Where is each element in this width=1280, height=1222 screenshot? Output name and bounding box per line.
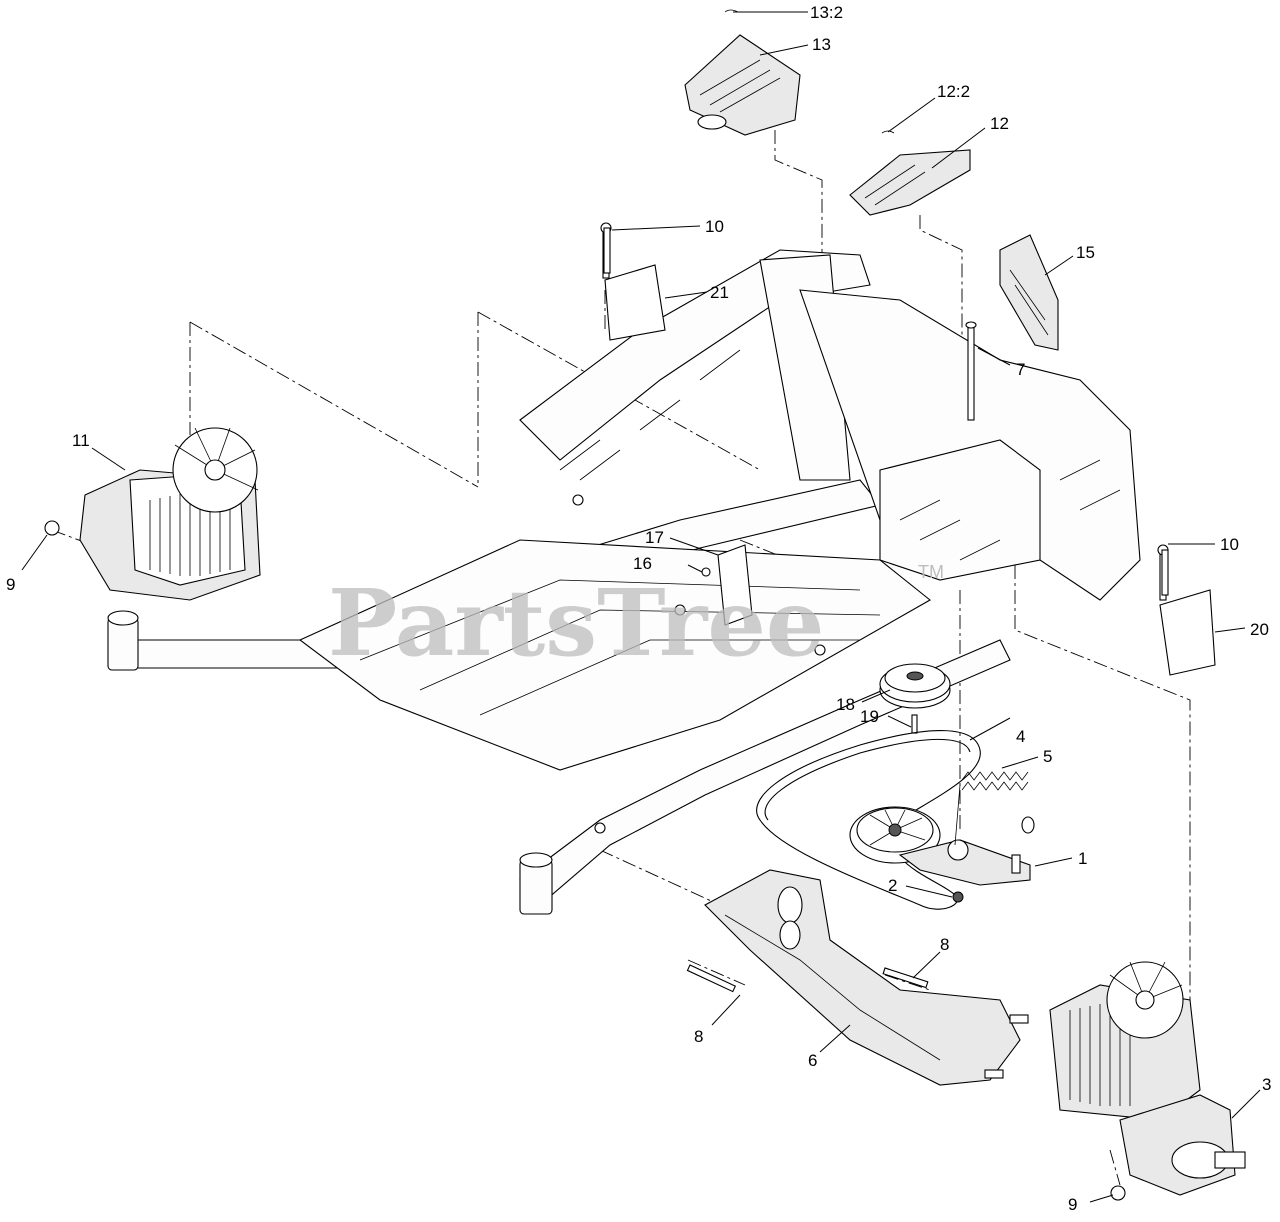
callout-11: 11 [72, 431, 90, 450]
callout-1: 1 [1078, 849, 1087, 868]
callout-8-right: 8 [940, 935, 949, 954]
plate-17 [701, 544, 753, 626]
guard-13 [684, 9, 801, 136]
watermark-tm: TM [918, 562, 944, 582]
callout-2: 2 [888, 876, 897, 895]
callout-13-2: 13:2 [810, 3, 843, 22]
bolt-7 [965, 321, 977, 421]
callout-4: 4 [1016, 727, 1025, 746]
callout-3: 3 [1262, 1075, 1271, 1094]
guard-12 [849, 130, 971, 216]
callout-8-left: 8 [694, 1027, 703, 1046]
callout-5: 5 [1043, 747, 1052, 766]
callouts: 13:2 13 12:2 12 10 21 15 7 11 9 17 16 10… [6, 3, 1271, 1214]
pins-8 [686, 964, 929, 993]
transaxle-3 [1049, 961, 1246, 1201]
spring-5 [954, 771, 1035, 846]
callout-20: 20 [1250, 620, 1269, 639]
callout-9-bottom: 9 [1068, 1195, 1077, 1214]
main-frame [107, 249, 1141, 915]
callout-19: 19 [860, 707, 879, 726]
callout-7: 7 [1016, 360, 1025, 379]
callout-6: 6 [808, 1051, 817, 1070]
bracket-15 [999, 234, 1059, 351]
callout-17: 17 [645, 528, 664, 547]
callout-13: 13 [812, 35, 831, 54]
callout-9-left: 9 [6, 575, 15, 594]
pulley-18 [879, 663, 951, 734]
transaxle-11 [44, 427, 261, 601]
callout-10-top: 10 [705, 217, 724, 236]
callout-10-right: 10 [1220, 535, 1239, 554]
shield-21 [600, 222, 666, 341]
leader-lines [21, 11, 1261, 1203]
callout-15: 15 [1076, 243, 1095, 262]
callout-12-2: 12:2 [937, 82, 970, 101]
bracket-6 [704, 869, 1029, 1086]
idler-1 [849, 806, 1031, 903]
callout-16: 16 [633, 554, 652, 573]
watermark-text: PartsTree [328, 569, 824, 677]
callout-18: 18 [836, 695, 855, 714]
watermark: PartsTree TM [328, 562, 944, 677]
bolts-10 [603, 227, 1169, 596]
callout-21: 21 [710, 283, 729, 302]
callout-12: 12 [990, 114, 1009, 133]
